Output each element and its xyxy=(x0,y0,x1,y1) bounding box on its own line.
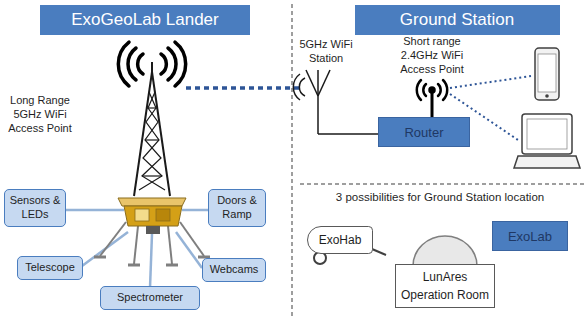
ap-dot xyxy=(430,88,435,93)
lander-leg xyxy=(180,222,204,256)
phone-screen xyxy=(538,54,556,92)
leader-line xyxy=(176,232,202,268)
node-text: LunAres Operation Room xyxy=(400,268,490,304)
node-text: Spectrometer xyxy=(117,291,183,305)
antenna-arm xyxy=(318,70,330,96)
wave-arc xyxy=(128,48,136,80)
wave-arc xyxy=(293,74,300,100)
router-box: Router xyxy=(378,117,470,147)
radio-waves xyxy=(118,42,185,86)
lander-foot xyxy=(128,264,140,267)
location-box: ExoLab xyxy=(492,221,568,251)
wave-arc xyxy=(438,84,441,96)
access-point xyxy=(417,80,447,118)
divider-line xyxy=(300,183,585,185)
title-band: ExoGeoLab Lander xyxy=(40,5,250,35)
component-box: Telescope xyxy=(17,256,83,280)
antenna-label: 5GHz WiFi Station xyxy=(295,37,357,65)
lander-leg xyxy=(100,222,126,256)
node-text: Telescope xyxy=(25,261,75,275)
trailer-hitch xyxy=(372,249,386,255)
component-box: Webcams xyxy=(202,258,266,282)
section-note: 3 possibilities for Ground Station locat… xyxy=(336,190,544,205)
leader-line xyxy=(64,209,124,212)
laptop-display xyxy=(527,119,567,149)
antenna-arm xyxy=(306,70,318,96)
wave-arc xyxy=(423,84,426,96)
node-text: ExoLab xyxy=(508,229,552,244)
lander-instrument xyxy=(146,226,160,234)
node-text: Webcams xyxy=(210,263,259,277)
component-box: Doors & Ramp xyxy=(208,189,266,227)
station-antenna xyxy=(293,70,380,134)
location-box: LunAres Operation Room xyxy=(395,264,495,308)
wave-arc xyxy=(118,42,129,86)
tower-lattice xyxy=(147,107,157,108)
node-text: ExoGeoLab Lander xyxy=(71,10,218,30)
phone-button xyxy=(545,94,549,98)
tower-mast xyxy=(151,62,153,72)
antenna-label: Short range 2.4GHz WiFi Access Point xyxy=(392,34,472,76)
wave-arc xyxy=(168,48,176,80)
lander xyxy=(94,198,210,265)
lander-body xyxy=(124,206,182,226)
dome xyxy=(413,236,477,266)
leader-line xyxy=(150,234,152,288)
antenna-label: Long Range 5GHz WiFi Access Point xyxy=(3,93,77,135)
wave-arc xyxy=(417,80,421,100)
ap-mast xyxy=(431,90,434,118)
lander-foot xyxy=(94,256,106,259)
laptop-screen xyxy=(522,114,572,154)
antenna-mast xyxy=(317,70,319,134)
antenna-cable xyxy=(318,133,380,135)
wave-arc xyxy=(161,54,166,74)
node-text: Ground Station xyxy=(400,10,514,30)
node-text: ExoHab xyxy=(319,233,362,247)
wave-arc xyxy=(443,80,447,100)
lander-leg xyxy=(168,226,172,264)
phone-icon xyxy=(535,48,559,100)
wifi-link xyxy=(450,76,531,88)
node-text: Router xyxy=(404,125,443,140)
antenna-tower xyxy=(134,62,170,196)
tower-lattice xyxy=(145,139,159,140)
lander-foot xyxy=(166,264,178,267)
lander-deck xyxy=(118,198,186,206)
leader-line xyxy=(182,209,208,212)
laptop-base xyxy=(514,156,580,168)
node-text: Doors & Ramp xyxy=(212,194,262,222)
wave-arc xyxy=(299,78,305,96)
divider-line xyxy=(291,4,293,316)
tower-lattice xyxy=(142,175,162,176)
wifi-link xyxy=(186,86,302,90)
node-text: Sensors & LEDs xyxy=(8,194,62,222)
component-box: Spectrometer xyxy=(100,286,200,310)
lander-panel xyxy=(156,209,170,221)
tower-lattice xyxy=(142,92,165,190)
wave-arc xyxy=(138,54,143,74)
lander-leg xyxy=(134,226,138,264)
title-band: Ground Station xyxy=(355,5,560,35)
wave-arc xyxy=(175,42,186,86)
lander-panel xyxy=(135,209,149,221)
location-box: ExoHab xyxy=(307,226,373,254)
component-box: Sensors & LEDs xyxy=(4,189,66,227)
